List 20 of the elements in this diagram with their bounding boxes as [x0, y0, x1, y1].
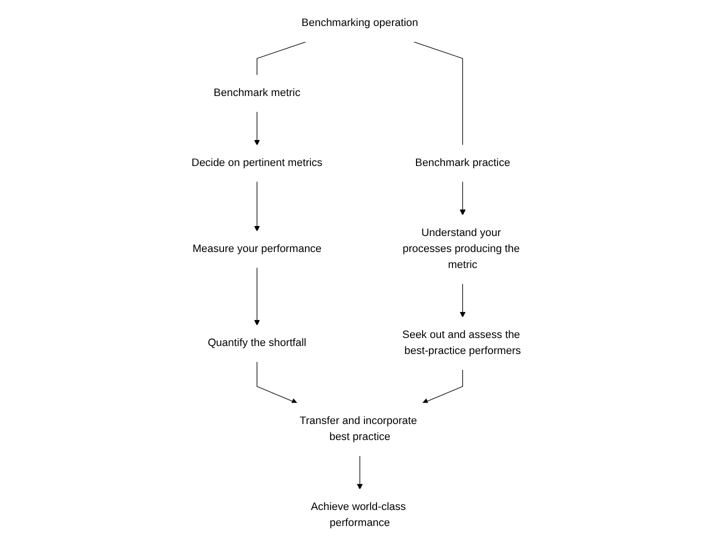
arrow [254, 181, 260, 232]
arrow [460, 181, 466, 216]
arrow [357, 455, 364, 490]
connector [256, 41, 308, 76]
arrow [254, 111, 260, 146]
node-text: Decide on pertinent metrics [192, 157, 323, 169]
node-text: Understand your processes producing the metric [402, 227, 520, 271]
node-text: Quantify the shortfall [208, 337, 307, 349]
node-text: Benchmarking operation [302, 17, 418, 29]
connector [413, 41, 464, 146]
arrow [256, 361, 298, 404]
arrow [254, 267, 260, 326]
arrow [460, 283, 466, 318]
node-text: Benchmark practice [415, 157, 510, 169]
node-text: Transfer and incorporate best practice [300, 415, 418, 443]
node-text: Measure your performance [192, 243, 322, 255]
node-text: Achieve world-class performance [311, 501, 406, 529]
arrow [422, 369, 464, 404]
node-text: Benchmark metric [214, 87, 301, 99]
node-text: Seek out and assess the best-practice performers [402, 329, 522, 357]
